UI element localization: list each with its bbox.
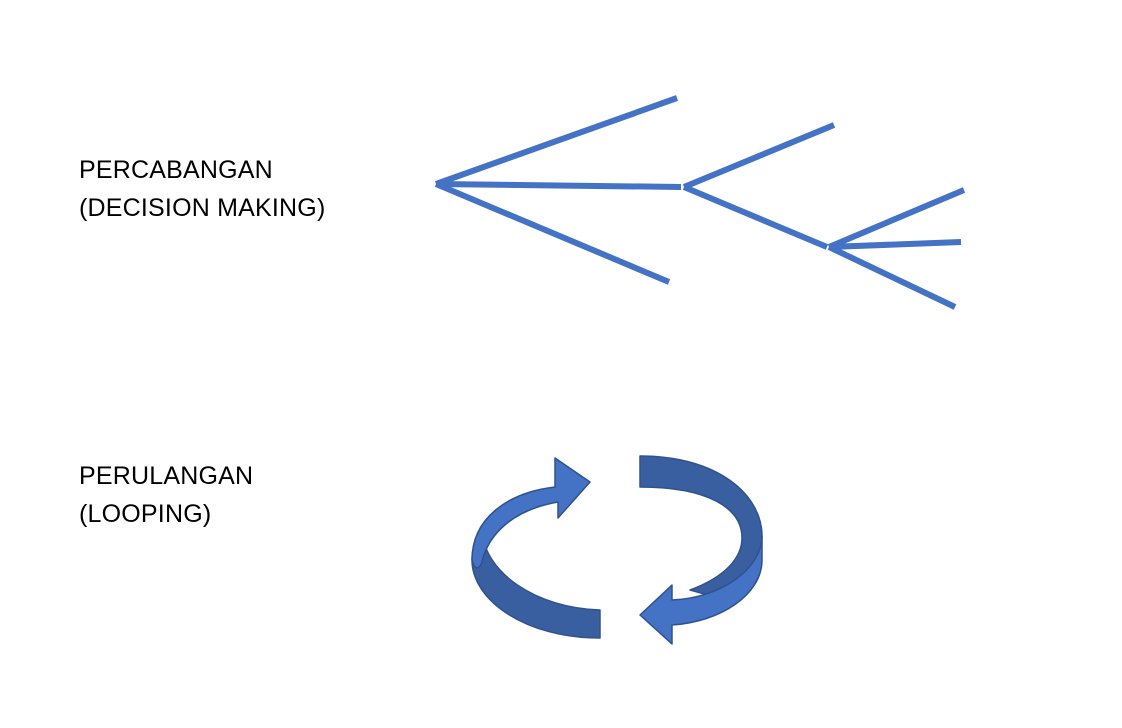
looping-title: PERULANGAN — [79, 462, 254, 490]
branching-label: PERCABANGAN (DECISION MAKING) — [79, 151, 325, 227]
loop-arrow-left-front — [471, 457, 591, 569]
loop-arrow-left-side — [471, 529, 601, 639]
branching-title: PERCABANGAN — [79, 156, 273, 184]
branch-line-level2-lower — [682, 184, 829, 250]
loop-arrows-icon — [471, 455, 763, 645]
branch-line-level2-upper — [682, 122, 836, 190]
branch-line-main — [435, 181, 682, 190]
branching-tree-icon — [434, 95, 966, 310]
branching-subtitle: (DECISION MAKING) — [79, 194, 326, 222]
loop-arrow-right-front — [639, 535, 763, 645]
branch-line-level3-middle — [828, 239, 962, 250]
looping-subtitle: (LOOPING) — [79, 500, 212, 528]
looping-label: PERULANGAN (LOOPING) — [79, 457, 253, 533]
branch-line-level3-lower — [827, 244, 957, 310]
branch-line-lower — [434, 181, 671, 285]
branch-line-upper — [434, 95, 679, 187]
branch-line-level3-upper — [827, 187, 966, 250]
